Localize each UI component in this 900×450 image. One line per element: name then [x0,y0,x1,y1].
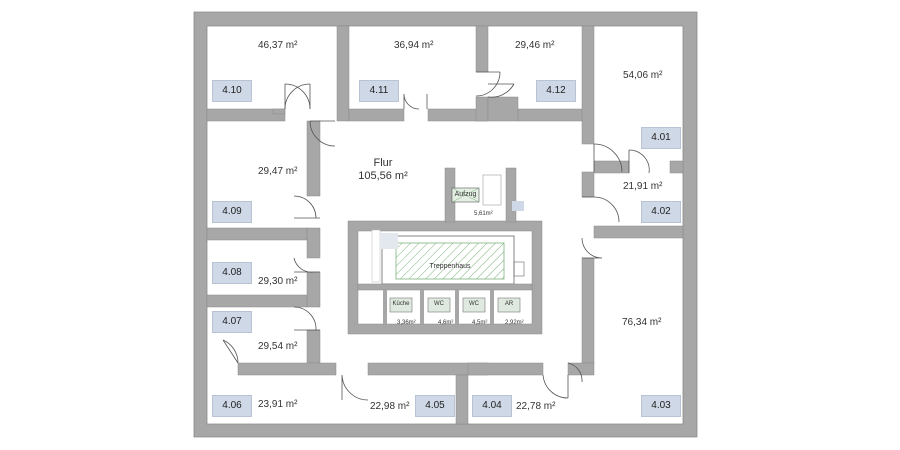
room-4-08-area: 29,30 m² [258,276,298,287]
room-4-10-area: 46,37 m² [258,40,298,51]
room-4-12-number: 4.12 [536,80,576,102]
room-4-12-area: 29,46 m² [515,40,555,51]
room-4-10-number: 4.10 [212,80,252,102]
kitchen-area: 3,36m² [397,320,416,326]
elevator-label: Aufzug [454,191,477,198]
room-4-06-number: 4.06 [212,395,252,417]
ar-area: 2,92m² [505,320,524,326]
elevator-area: 5,61m² [474,211,493,217]
door-swings [222,71,650,401]
room-4-03-area: 76,34 m² [622,317,662,328]
room-4-01-number: 4.01 [641,127,681,149]
wc-2-area: 4,5m² [472,320,488,326]
room-4-07-number: 4.07 [212,311,252,333]
room-4-06-area: 23,91 m² [258,399,298,410]
room-4-02-area: 21,91 m² [623,181,663,192]
corridor-area: 105,56 m² [358,170,408,182]
room-4-05-number: 4.05 [415,395,455,417]
building-core [347,167,543,335]
ar-label: AR [504,301,514,307]
room-4-03-number: 4.03 [641,395,681,417]
room-4-04-area: 22,78 m² [516,401,556,412]
room-4-09-number: 4.09 [212,201,252,223]
wc-1-label: WC [434,301,444,307]
interior-walls [206,25,684,425]
room-4-04-number: 4.04 [472,395,512,417]
room-4-08-number: 4.08 [212,262,252,284]
kitchen-label: Küche [392,301,410,307]
room-4-11-number: 4.11 [359,80,399,102]
core-wall [347,220,543,335]
room-4-09-area: 29,47 m² [258,166,298,177]
room-4-01-area: 54,06 m² [623,70,663,81]
wc-2-label: WC [469,301,479,307]
room-4-05-area: 22,98 m² [370,401,410,412]
stairwell-label: Treppenhaus [429,263,471,270]
room-4-02-number: 4.02 [641,201,681,223]
corridor-name: Flur [373,157,393,169]
wc-1-area: 4,6m² [438,320,454,326]
room-4-07-area: 29,54 m² [258,341,298,352]
exterior-wall [193,11,698,438]
room-4-11-area: 36,94 m² [394,40,434,51]
